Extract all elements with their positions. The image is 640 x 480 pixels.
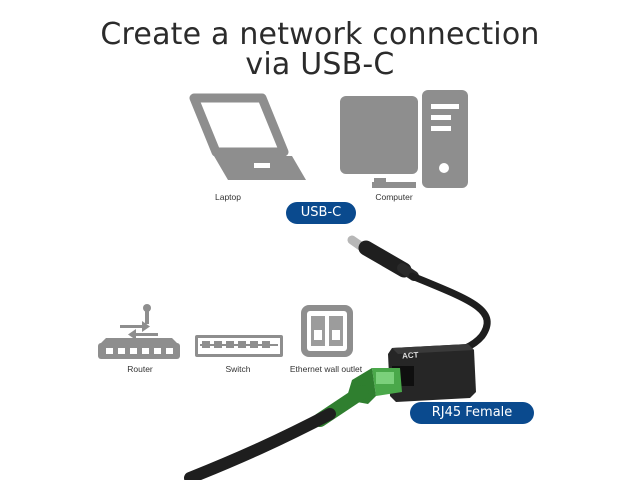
wall-outlet-caption: Ethernet wall outlet — [289, 364, 363, 374]
rj45-female-badge: RJ45 Female — [410, 402, 534, 424]
laptop-caption: Laptop — [215, 192, 241, 202]
page-title-line-1: Create a network connection — [100, 17, 540, 52]
router-caption: Router — [127, 364, 153, 374]
adapter-logo: ACT — [401, 350, 419, 361]
usb-c-badge: USB-C — [286, 202, 356, 224]
computer-caption: Computer — [375, 192, 413, 202]
wall-outlet-icon — [301, 305, 353, 357]
page-title-line-2: via USB-C — [245, 47, 395, 82]
ethernet-cable — [184, 408, 336, 480]
usb-c-plug-icon — [347, 235, 419, 281]
switch-icon — [195, 335, 283, 357]
laptop-icon — [189, 93, 306, 180]
computer-icon — [340, 90, 468, 188]
switch-caption: Switch — [225, 364, 251, 374]
router-icon — [98, 304, 180, 359]
